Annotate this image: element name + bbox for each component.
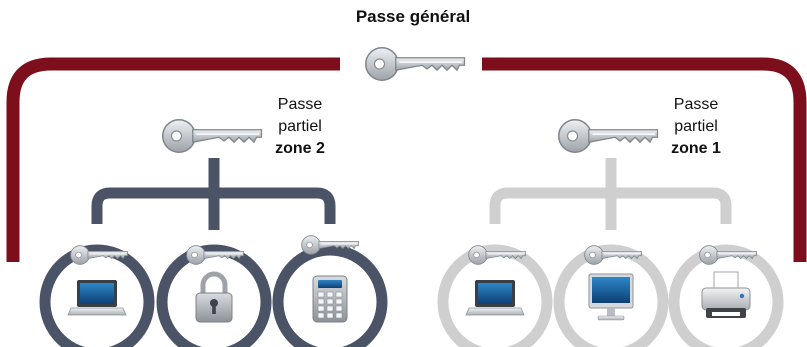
zone1-label-line1: Passe (673, 96, 719, 113)
keypad-icon (312, 275, 348, 323)
zone1-device-rings (437, 244, 784, 347)
zone1-key-label: Passe partiel zone 1 (656, 94, 736, 160)
zone2-label-line1: Passe (277, 96, 323, 113)
zone1-tree (489, 158, 732, 230)
monitor-icon (588, 273, 634, 321)
zone2-label-line3: zone 2 (275, 140, 325, 157)
zone1-key-icon (557, 118, 659, 154)
zone2-key-icon (161, 118, 263, 154)
zone1-label-line3: zone 1 (671, 140, 721, 157)
zone1-label-line2: partiel (674, 118, 718, 135)
zone2-key-label: Passe partiel zone 2 (260, 94, 340, 160)
key-icon (364, 46, 466, 82)
master-key-title: Passe général (355, 7, 471, 26)
zone2-device-rings (39, 244, 388, 347)
master-key-label: Passe général (343, 6, 483, 28)
zone2-label-line2: partiel (278, 118, 322, 135)
master-bracket (6, 57, 807, 262)
laptop-icon (67, 280, 127, 316)
laptop-icon (465, 280, 525, 316)
zone2-tree (91, 158, 336, 230)
padlock-icon (195, 271, 233, 323)
printer-icon (701, 271, 751, 318)
